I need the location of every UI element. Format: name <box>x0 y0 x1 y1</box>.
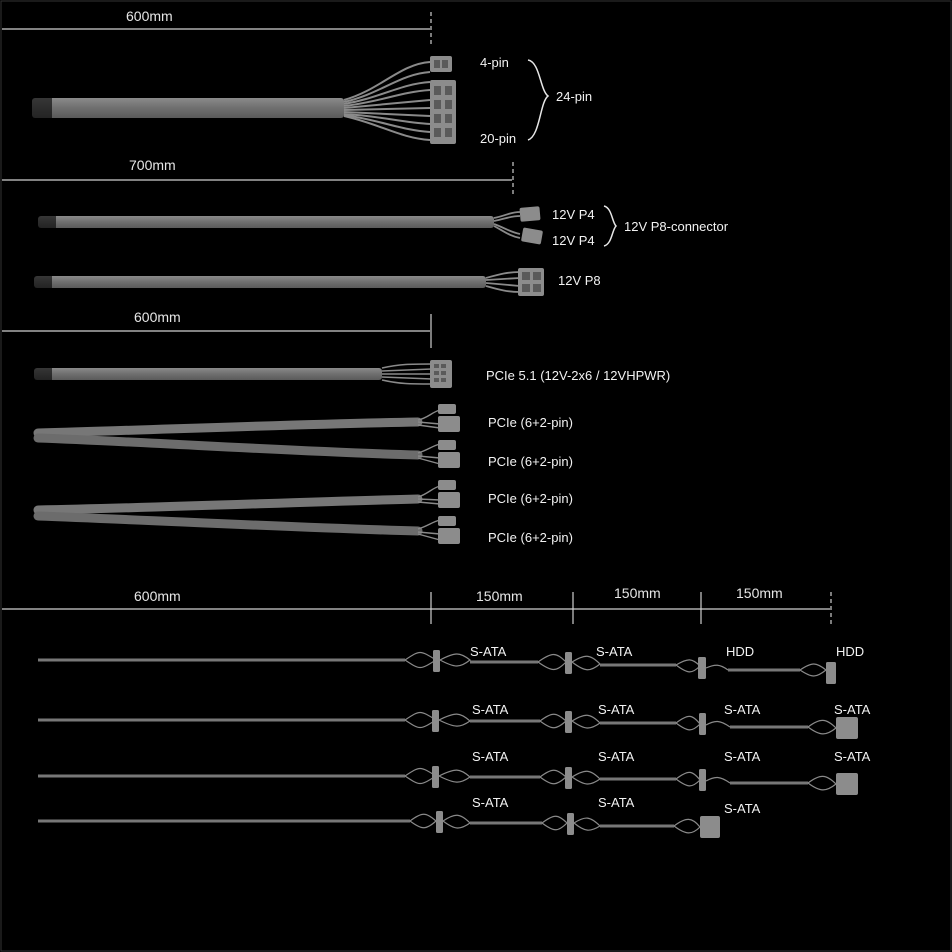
label-row1-3: HDD <box>726 644 755 659</box>
label-pcie-2: PCIe (6+2-pin) <box>488 454 573 469</box>
label-row1-2: S-ATA <box>596 644 633 659</box>
dimension-sata <box>2 592 832 624</box>
dim-label-700: 700mm <box>129 157 176 173</box>
label-pcie-1: PCIe (6+2-pin) <box>488 415 573 430</box>
label-pcie51: PCIe 5.1 (12V-2x6 / 12VHPWR) <box>486 368 671 383</box>
dim-label-600-top: 600mm <box>126 8 173 24</box>
eps-p4-cable <box>38 205 618 247</box>
atx-24pin-cable <box>32 56 550 144</box>
label-atx-24pin: 24-pin <box>556 89 593 104</box>
label-row2-4: S-ATA <box>834 702 871 717</box>
dim-label-150-2: 150mm <box>614 585 661 601</box>
label-row2-1: S-ATA <box>472 702 509 717</box>
sata-row-2 <box>38 710 858 739</box>
dimension-600-top <box>2 12 432 44</box>
label-row2-2: S-ATA <box>598 702 635 717</box>
dimension-600-pcie <box>2 314 432 348</box>
label-atx-4pin: 4-pin <box>480 55 509 70</box>
dim-label-150-3: 150mm <box>736 585 783 601</box>
label-row3-1: S-ATA <box>472 749 509 764</box>
label-pcie-4: PCIe (6+2-pin) <box>488 530 573 545</box>
label-pcie-3: PCIe (6+2-pin) <box>488 491 573 506</box>
eps-p8-cable <box>34 268 544 296</box>
sata-row-1 <box>38 650 836 684</box>
dim-label-150-1: 150mm <box>476 588 523 604</box>
sata-row-4 <box>38 811 720 838</box>
label-row3-4: S-ATA <box>834 749 871 764</box>
label-row4-2: S-ATA <box>598 795 635 810</box>
label-row4-1: S-ATA <box>472 795 509 810</box>
label-row2-3: S-ATA <box>724 702 761 717</box>
label-eps-p8-group: 12V P8-connector <box>624 219 729 234</box>
label-atx-20pin: 20-pin <box>480 131 517 146</box>
label-row3-2: S-ATA <box>598 749 635 764</box>
pcie51-cable <box>34 360 452 388</box>
sata-row-3 <box>38 766 858 795</box>
label-eps-p4-top: 12V P4 <box>552 207 595 222</box>
dim-label-600-sata: 600mm <box>134 588 181 604</box>
label-row1-4: HDD <box>836 644 865 659</box>
label-eps-p8: 12V P8 <box>558 273 601 288</box>
label-eps-p4-bottom: 12V P4 <box>552 233 595 248</box>
pcie-pair-2 <box>33 480 460 544</box>
dim-label-600-pcie: 600mm <box>134 309 181 325</box>
label-row1-1: S-ATA <box>470 644 507 659</box>
pcie-pair-1 <box>33 404 460 468</box>
label-row4-3: S-ATA <box>724 801 761 816</box>
label-row3-3: S-ATA <box>724 749 761 764</box>
dimension-700 <box>2 162 514 194</box>
